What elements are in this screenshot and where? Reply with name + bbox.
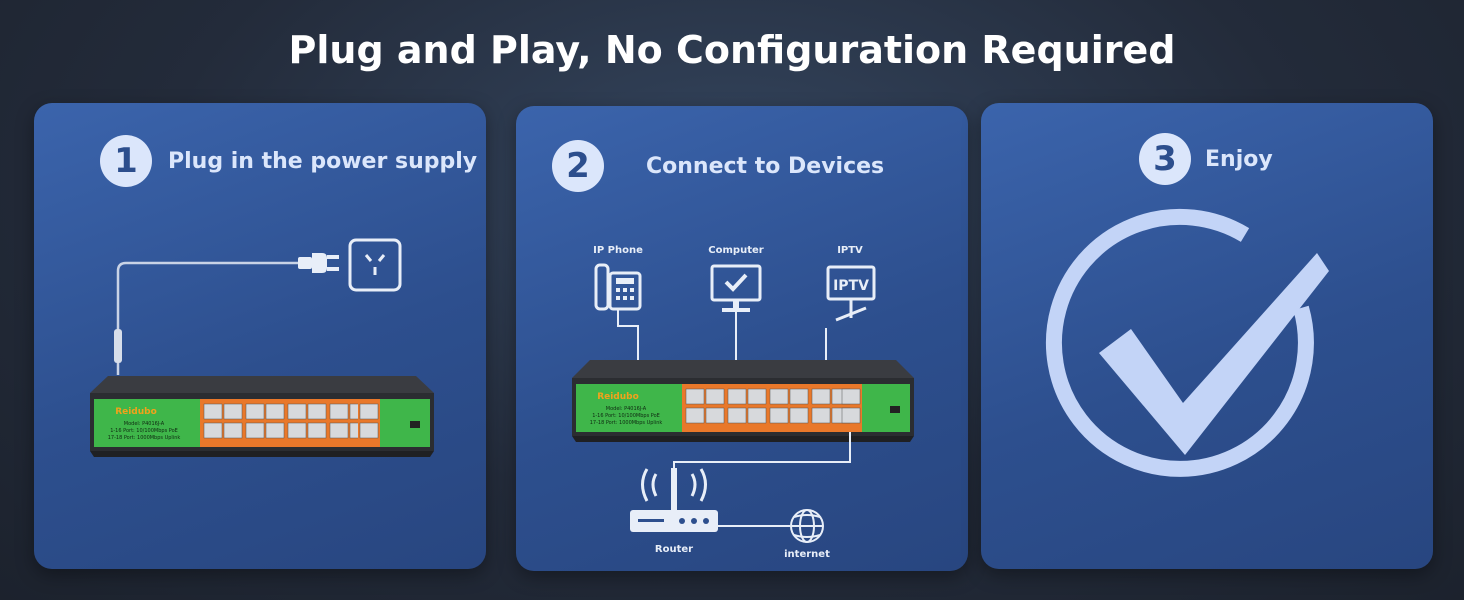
power-illustration: Reidubo Model: P4016J-A 1-16 Port: 10/10…: [90, 238, 434, 457]
internet-label: internet: [784, 549, 830, 560]
switch-brand: Reidubo: [115, 407, 157, 417]
switch-spec-1: 1-16 Port: 10/100Mbps PoE: [592, 413, 660, 419]
globe-icon: [790, 509, 824, 543]
step-number-badge: 3: [1139, 133, 1191, 185]
router-icon: [630, 468, 718, 532]
switch-spec-2: 17-18 Port: 1000Mbps Uplink: [590, 420, 663, 426]
enjoy-illustration: [1045, 208, 1329, 477]
switch-model: Model: P4016J-A: [606, 406, 647, 412]
power-cable: [116, 261, 302, 315]
wall-socket-icon: [348, 238, 402, 292]
power-plug-icon: [298, 253, 339, 273]
step-header: 2 Connect to Devices: [552, 140, 884, 192]
iptv-label: IPTV: [837, 245, 863, 256]
page-headline: Plug and Play, No Configuration Required: [288, 28, 1176, 72]
device-cables: [617, 309, 827, 360]
step-number-badge: 1: [100, 135, 152, 187]
checkmark-icon: [1045, 208, 1329, 477]
ip-phone-icon: [594, 263, 642, 311]
switch-spec-1: 1-16 Port: 10/100Mbps PoE: [110, 428, 178, 434]
step-card-power: 1 Plug in the power supply Reidubo M: [34, 103, 486, 569]
iptv-icon: IPTV: [826, 265, 876, 322]
step-header: 1 Plug in the power supply: [100, 135, 477, 187]
step-title: Plug in the power supply: [168, 148, 478, 174]
step-header: 3 Enjoy: [1139, 133, 1273, 185]
step-number-badge: 2: [552, 140, 604, 192]
switch-brand: Reidubo: [597, 392, 639, 402]
router-label: Router: [655, 544, 693, 555]
step-card-enjoy: 3 Enjoy: [981, 103, 1433, 569]
poe-switch: Reidubo Model: P4016J-A 1-16 Port: 10/10…: [90, 376, 434, 457]
devices-illustration: IP Phone Computer IPTV IPTV: [572, 245, 914, 560]
computer-label: Computer: [708, 245, 763, 256]
uplink-cable: [673, 432, 851, 504]
cable-ferrite: [114, 329, 122, 363]
switch-model: Model: P4016J-A: [124, 421, 165, 427]
step-title: Connect to Devices: [646, 153, 885, 179]
step-title: Enjoy: [1205, 146, 1273, 172]
computer-icon: [710, 264, 762, 312]
switch-spec-2: 17-18 Port: 1000Mbps Uplink: [108, 435, 181, 441]
poe-switch: Reidubo Model: P4016J-A 1-16 Port: 10/10…: [572, 360, 914, 442]
step-card-devices: 2 Connect to Devices IP Phone Computer I…: [516, 106, 968, 571]
ip-phone-label: IP Phone: [593, 245, 643, 256]
iptv-screen-text: IPTV: [833, 278, 869, 294]
